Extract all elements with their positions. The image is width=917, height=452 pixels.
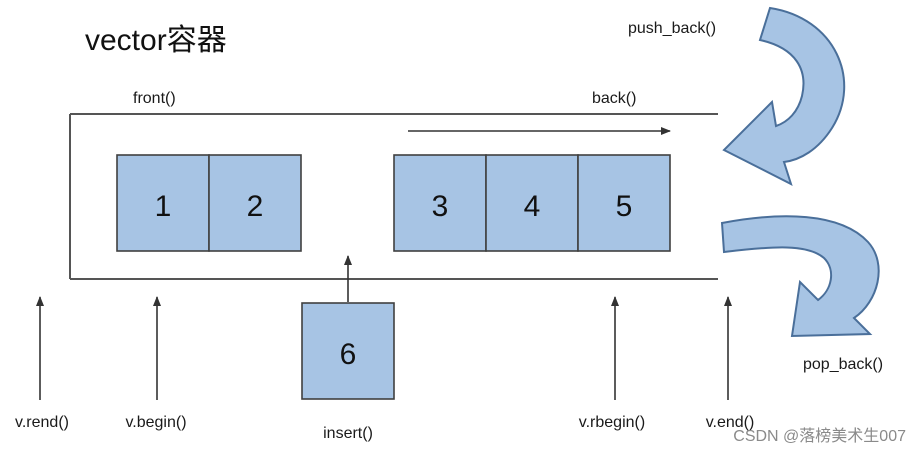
element-value-1: 1: [155, 190, 172, 223]
inserted-element-cell: [301, 302, 395, 400]
inserted-element-value: 6: [340, 338, 357, 371]
diagram-title: vector容器: [85, 24, 227, 57]
insert-label: insert(): [323, 425, 373, 442]
element-value-5: 5: [616, 190, 633, 223]
begin-label: v.begin(): [125, 414, 186, 431]
element-cell-4: [485, 154, 579, 252]
pop-back-curved-arrow: [720, 215, 880, 338]
element-value-4: 4: [524, 190, 541, 223]
watermark-text: CSDN @落榜美术生007: [733, 427, 906, 445]
rbegin-label: v.rbegin(): [579, 414, 645, 431]
element-cell-5: [577, 154, 671, 252]
back-label: back(): [592, 90, 636, 107]
front-label: front(): [133, 90, 176, 107]
element-cell-3: [393, 154, 487, 252]
element-value-3: 3: [432, 190, 449, 223]
push-back-curved-arrow: [722, 6, 846, 186]
element-cell-2: [208, 154, 302, 252]
end-label: v.end(): [706, 414, 755, 431]
pop-back-label: pop_back(): [803, 356, 883, 373]
rend-label: v.rend(): [15, 414, 69, 431]
element-cell-1: [116, 154, 210, 252]
push-back-label: push_back(): [628, 20, 716, 37]
element-value-2: 2: [247, 190, 264, 223]
